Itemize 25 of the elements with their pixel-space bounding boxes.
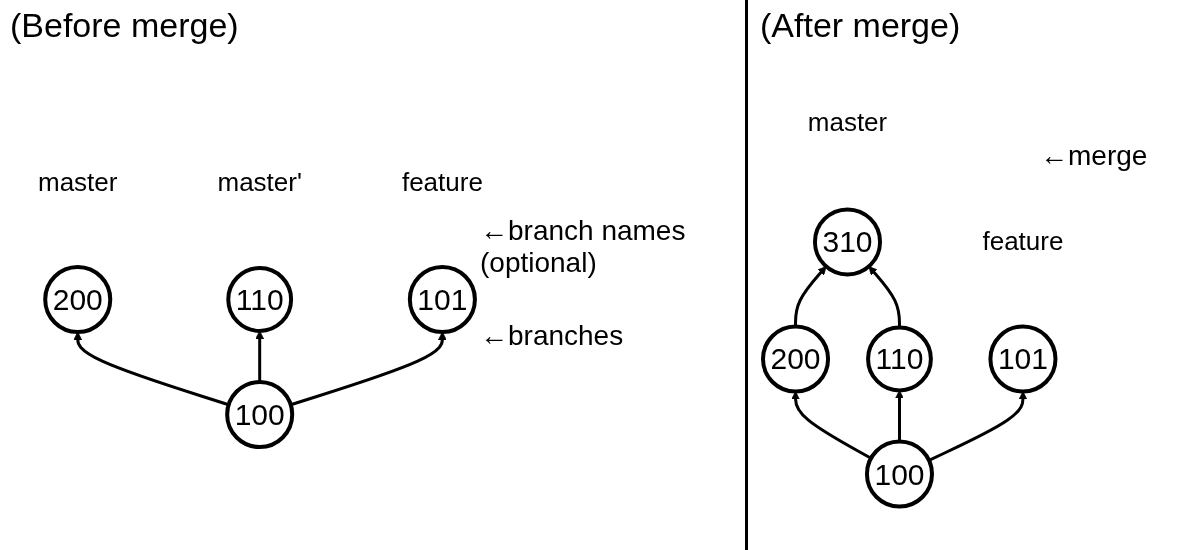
arrow: [895, 390, 904, 442]
node-circle: 200: [761, 324, 831, 394]
node-label: master': [217, 166, 302, 197]
arrow: [928, 391, 1028, 462]
annotation: ←merge: [1040, 140, 1148, 172]
node-circle: 101: [988, 324, 1058, 394]
node-label: master: [38, 166, 118, 197]
arrow: [794, 266, 827, 327]
node-circle: 101: [407, 264, 477, 334]
arrow: [791, 391, 872, 460]
node-label: feature: [982, 226, 1064, 257]
node-circle: 200: [43, 264, 113, 334]
arrow: [255, 330, 265, 382]
heading: (Before merge): [10, 6, 239, 45]
node-label: feature: [401, 166, 483, 197]
annotation: ←branches: [480, 320, 624, 352]
node-circle: 100: [225, 380, 295, 450]
heading: (After merge): [760, 6, 961, 45]
node-circle: 310: [812, 207, 883, 277]
node-circle: 110: [866, 325, 933, 393]
node-circle: 110: [226, 266, 294, 333]
node-label: master: [807, 107, 888, 138]
arrow: [868, 266, 901, 328]
annotation: ←branch names (optional): [480, 215, 687, 279]
node-circle: 100: [864, 439, 934, 509]
